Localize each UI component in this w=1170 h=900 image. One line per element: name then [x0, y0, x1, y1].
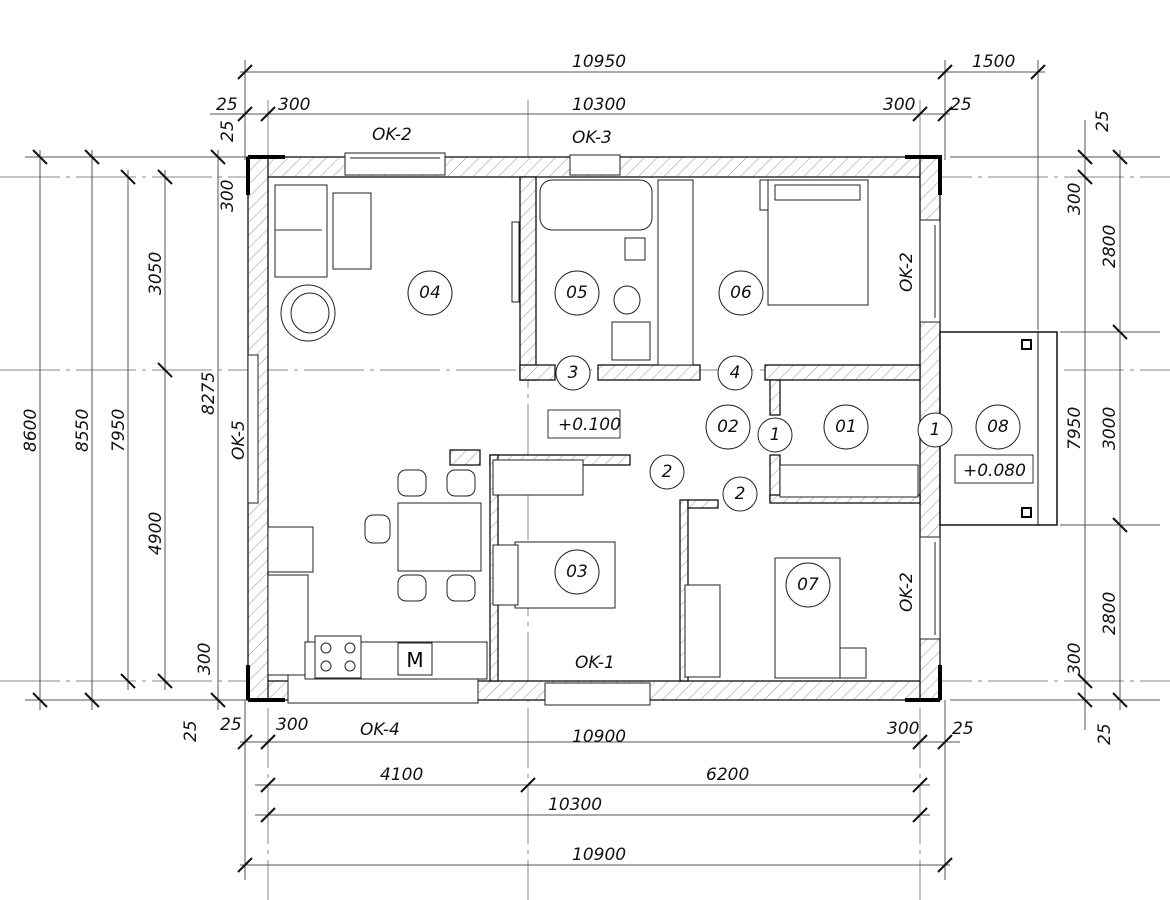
tv [511, 221, 520, 303]
window-ok1 [544, 682, 651, 706]
window-ok2-top [344, 152, 446, 176]
dim-bottom-left-part: 4100 [380, 765, 423, 785]
sink [624, 237, 646, 261]
dim-bottom-wall-overall: 10900 [572, 727, 626, 747]
coffee-table [332, 192, 372, 270]
dim-top-balcony: 1500 [972, 52, 1015, 72]
dim-bottom-right-wall: 300 [887, 719, 919, 739]
window-label-left: OK-5 [229, 420, 249, 460]
dim-bottom-right-offset: 25 [952, 719, 974, 739]
kitchen-counter-side [267, 574, 309, 676]
dining-table [397, 502, 482, 572]
room-01: 01 [835, 417, 857, 437]
window-ok3 [569, 154, 621, 176]
dim-left-bottom-offset: 25 [181, 720, 201, 742]
wardrobe-hall [779, 464, 919, 498]
dim-bottom-overall: 10900 [572, 845, 626, 865]
dim-top-left-wall: 300 [278, 95, 310, 115]
window-label-right-lower: OK-2 [897, 572, 917, 612]
door-4: 4 [730, 363, 741, 383]
level-box-hall [547, 409, 621, 439]
level-box-balcony [954, 454, 1034, 484]
door-2-room03: 2 [662, 462, 673, 482]
room-02: 02 [717, 417, 739, 437]
dim-right-bottom-offset: 25 [1095, 723, 1115, 745]
door-markers: 3 4 1 1 2 2 [555, 355, 953, 512]
dim-right-bottom-wall: 300 [1065, 643, 1085, 675]
dim-left-third: 7950 [109, 409, 129, 452]
dim-bottom-left-offset: 25 [220, 715, 242, 735]
dim-bottom-left-wall: 300 [276, 715, 308, 735]
window-labels: OK-2 OK-3 OK-2 OK-2 OK-5 OK-1 OK-4 [229, 125, 917, 740]
window-ok4 [287, 674, 479, 704]
dim-left-lower: 4900 [146, 512, 166, 555]
room-07: 07 [797, 575, 819, 595]
window-ok2-right-upper [919, 219, 941, 323]
dim-top-inner: 10300 [572, 95, 626, 115]
level-marks: +0.100 +0.080 [547, 409, 1034, 484]
stove [314, 635, 362, 679]
window-label-bottom-left: OK-4 [360, 720, 400, 740]
window-ok5 [247, 354, 259, 504]
dim-right-middle: 3000 [1100, 407, 1120, 450]
microwave-label: M [406, 648, 423, 672]
dim-left-top-wall: 300 [218, 180, 238, 212]
dimension-labels: 10950 1500 25 300 10300 300 25 25 300 10… [21, 52, 1120, 865]
dim-left-top-offset: 25 [218, 120, 238, 142]
room-markers: 04 05 06 02 01 08 03 07 [407, 270, 1021, 608]
door-2-room07: 2 [735, 484, 746, 504]
room-03: 03 [566, 562, 588, 582]
dim-top-right-wall: 300 [883, 95, 915, 115]
dim-top-overall: 10950 [572, 52, 626, 72]
room-05: 05 [566, 283, 588, 303]
fridge [267, 526, 314, 573]
level-hall: +0.100 [558, 415, 621, 435]
dim-bottom-inner: 10300 [548, 795, 602, 815]
door-1-balcony: 1 [930, 420, 941, 440]
level-balcony: +0.080 [963, 461, 1026, 481]
dim-left-upper: 3050 [146, 252, 166, 295]
dim-right-upper: 2800 [1100, 225, 1120, 268]
window-ok2-right-lower [919, 536, 941, 640]
dim-left-second: 8550 [73, 409, 93, 452]
window-label-top-mid: OK-3 [572, 128, 612, 148]
microwave [397, 642, 433, 676]
room-06: 06 [730, 283, 752, 303]
sofa [274, 184, 328, 278]
double-bed [767, 179, 869, 306]
dimension-lines [25, 60, 1160, 880]
dim-right-top-wall: 300 [1065, 183, 1085, 215]
dim-top-right-offset: 25 [950, 95, 972, 115]
room-04: 04 [419, 283, 441, 303]
dim-left-overall: 8600 [21, 409, 41, 452]
door-1-hall: 1 [770, 425, 781, 445]
wardrobe-07 [684, 584, 721, 678]
dim-top-left-offset: 25 [216, 95, 238, 115]
wardrobe-03 [492, 459, 584, 496]
washing-machine [611, 321, 651, 361]
windows [247, 152, 941, 706]
window-label-top-left: OK-2 [372, 125, 412, 145]
bathtub [539, 179, 653, 231]
toilet [613, 285, 641, 315]
window-label-bottom-mid: OK-1 [575, 653, 615, 673]
dim-left-inner: 8275 [199, 372, 219, 415]
room-08: 08 [987, 417, 1009, 437]
dim-bottom-right-part: 6200 [706, 765, 749, 785]
window-label-right-upper: OK-2 [897, 252, 917, 292]
door-3: 3 [568, 363, 579, 383]
dim-right-lower: 2800 [1100, 592, 1120, 635]
dim-right-balcony-depth: 7950 [1065, 407, 1085, 450]
desk-03 [492, 544, 519, 606]
wardrobe-bathroom [657, 179, 694, 366]
dim-right-top-offset: 25 [1093, 110, 1113, 132]
dim-left-bottom-wall: 300 [195, 643, 215, 675]
furniture: M [267, 179, 919, 680]
